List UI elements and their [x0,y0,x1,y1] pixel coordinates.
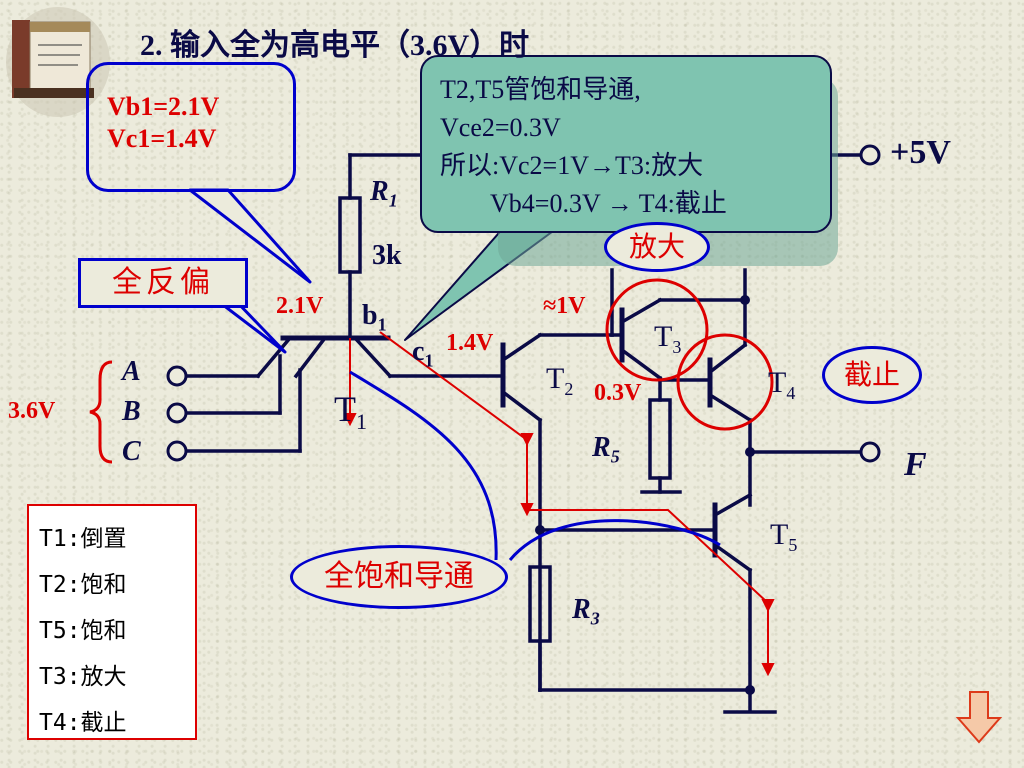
full-reverse-bias-callout: 全反偏 [78,258,248,308]
transistor-state-legend: T1:倒置 T2:饱和 T5:饱和 T3:放大 T4:截止 [27,504,197,740]
t1-label: T1 [334,389,367,435]
terminal-f [859,441,881,463]
b1-label: b1 [362,300,387,335]
saturation-explanation-bubble: T2,T5管饱和导通, Vce2=0.3V 所以:Vc2=1V→T3:放大 Vb… [420,55,832,233]
bubble-line-3: 所以:Vc2=1V→T3:放大 [440,151,704,180]
r5-label: R5 [592,432,620,467]
t4-highlight-circle [676,333,774,431]
book-logo [6,7,110,117]
terminal-a [166,365,188,387]
vb1-vc1-callout: Vb1=2.1V Vc1=1.4V [86,62,296,192]
output-f-label: F [904,446,927,483]
r1-label: R1 [370,176,398,211]
vc2-voltage: ≈1V [543,293,586,319]
down-arrow-icon[interactable] [955,691,1003,744]
t3-highlight-circle [605,278,709,382]
t2-label: T2 [546,362,574,399]
bubble-line-1: T2,T5管饱和导通, [440,75,641,104]
cutoff-oval: 截止 [822,346,922,404]
terminal-c [166,440,188,462]
bubble-line-4: Vb4=0.3V → T4:截止 [490,189,727,218]
bubble-line-2: Vce2=0.3V [440,113,561,142]
input-b-label: B [122,396,141,427]
legend-item: T5:饱和 [39,618,127,644]
input-voltage-label: 3.6V [8,398,56,424]
c1-label: c1 [412,336,434,371]
page-title: 2. 输入全为高电平（3.6V）时 [140,29,530,62]
t4-label: T4 [768,366,796,403]
legend-item: T2:饱和 [39,572,127,598]
input-c-label: C [122,436,141,467]
input-a-label: A [122,356,141,387]
t5-label: T5 [770,518,798,555]
r3-label: R3 [572,594,600,629]
full-saturation-oval: 全饱和导通 [290,545,508,609]
r1-value: 3k [372,240,402,271]
vc1-voltage: 1.4V [446,330,494,356]
supply-label: +5V [890,134,951,171]
legend-item: T3:放大 [39,664,127,690]
vb1-label: Vb1=2.1V [107,92,220,121]
terminal-b [166,402,188,424]
legend-item: T1:倒置 [39,526,127,552]
vc1-label: Vc1=1.4V [107,124,217,153]
t3-label: T3 [654,320,682,357]
terminal-vcc [859,144,881,166]
input-brace [89,360,113,464]
legend-item: T4:截止 [39,710,127,736]
amplify-oval: 放大 [604,222,710,272]
vb1-voltage: 2.1V [276,293,324,319]
vce2-voltage: 0.3V [594,380,642,406]
